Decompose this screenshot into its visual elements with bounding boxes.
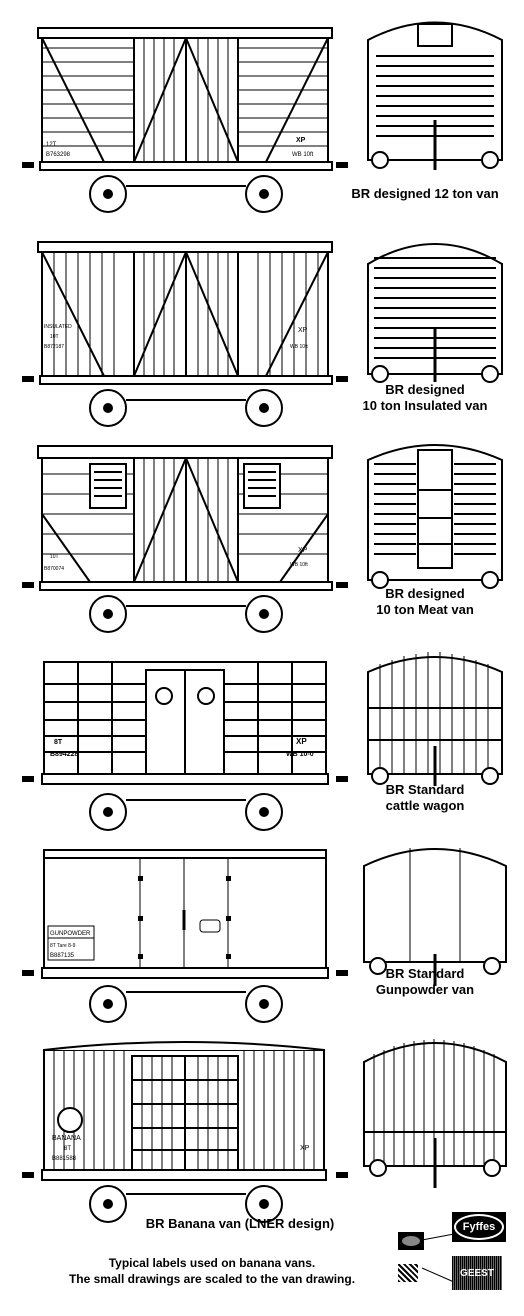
footer-note-scale: The small drawings are scaled to the van… bbox=[68, 1272, 356, 1286]
wagon-caption: BR designed 10 ton Insulated van bbox=[362, 382, 488, 413]
side-elevation-drawing: GUNPOWDER 8T Tare 8-9 B887135 bbox=[22, 849, 348, 1023]
marking-wheelbase: WB 10ft bbox=[290, 562, 308, 568]
marking-xp: XP bbox=[296, 137, 306, 144]
marking-weight: 8T bbox=[54, 739, 63, 746]
marking-weight: 8T Tare 8-9 bbox=[50, 943, 76, 949]
wagon-caption: BR Standard Gunpowder van bbox=[375, 966, 475, 997]
marking-weight: 10T bbox=[50, 554, 59, 560]
fyffes-label: Fyffes bbox=[452, 1212, 506, 1242]
fyffes-oval: Fyffes bbox=[454, 1214, 504, 1240]
marking-number: B887135 bbox=[50, 953, 75, 959]
wagon-caption: BR designed 10 ton Meat van bbox=[376, 586, 474, 617]
end-elevation-drawing bbox=[367, 444, 503, 589]
small-checker-label-icon bbox=[398, 1264, 418, 1282]
marking-number: B894228 bbox=[50, 751, 79, 758]
side-elevation-drawing: 10T B870074 XP WB 10ft bbox=[22, 445, 348, 633]
end-elevation-drawing bbox=[367, 652, 503, 786]
small-oval-label-icon bbox=[398, 1232, 424, 1250]
marking-xp: XP bbox=[298, 547, 308, 554]
marking-banana: BANANA bbox=[52, 1135, 81, 1142]
marking-xp: XP bbox=[298, 327, 308, 334]
marking-number: B872187 bbox=[44, 344, 64, 350]
wagon-caption: BR designed 12 ton van bbox=[351, 186, 499, 201]
side-elevation-drawing: 8T B894228 XP WB 10-0 bbox=[22, 661, 348, 831]
marking-wheelbase: WB 10-0 bbox=[286, 751, 314, 758]
pointer-lines bbox=[421, 1233, 455, 1283]
marking-weight: 8T bbox=[64, 1146, 71, 1152]
marking-gunpowder: GUNPOWDER bbox=[50, 931, 91, 937]
wagon-panel-banana-van: BANANA 8T B881588 XP BR Banana van (LNER… bbox=[0, 1018, 524, 1231]
side-elevation-drawing: INSULATED 10T B872187 XP WB 10ft bbox=[22, 241, 348, 427]
end-elevation-drawing bbox=[363, 1039, 507, 1188]
marking-number: B870074 bbox=[44, 566, 64, 572]
wagon-panel-insulated-van: INSULATED 10T B872187 XP WB 10ft BR desi… bbox=[0, 214, 524, 427]
marking-xp: XP bbox=[300, 1145, 310, 1152]
end-elevation-drawing bbox=[367, 21, 503, 170]
wagon-panel-meat-van: 10T B870074 XP WB 10ft BR designed 10 to… bbox=[0, 420, 524, 633]
marking-wheelbase: WB 10ft bbox=[290, 344, 308, 350]
side-elevation-drawing: BANANA 8T B881588 XP bbox=[22, 1041, 348, 1223]
end-elevation-drawing bbox=[363, 848, 507, 986]
marking-number: B763298 bbox=[46, 152, 71, 158]
wagon-panel-12-ton-van: 12T B763298 XP WB 10ft BR designed 12 to… bbox=[0, 0, 524, 213]
marking-xp: XP bbox=[296, 737, 307, 746]
end-elevation-drawing bbox=[367, 243, 503, 383]
marking-number: B881588 bbox=[52, 1156, 77, 1162]
marking-weight: 12T bbox=[46, 142, 57, 148]
side-elevation-drawing: 12T B763298 XP WB 10ft bbox=[22, 27, 348, 213]
footer-note-labels: Typical labels used on banana vans. bbox=[108, 1256, 316, 1270]
wagon-caption: BR Banana van (LNER design) bbox=[145, 1216, 335, 1231]
geest-label: GEEST bbox=[452, 1256, 502, 1290]
wagon-caption: BR Standard cattle wagon bbox=[385, 782, 465, 813]
wagon-panel-cattle-wagon: 8T B894228 XP WB 10-0 BR Standard cattle… bbox=[0, 626, 524, 831]
wagon-panel-gunpowder-van: GUNPOWDER 8T Tare 8-9 B887135 BR Standar… bbox=[0, 826, 524, 1031]
marking-insulated: INSULATED bbox=[44, 324, 72, 330]
marking-weight: 10T bbox=[50, 334, 59, 340]
marking-wheelbase: WB 10ft bbox=[292, 152, 314, 158]
